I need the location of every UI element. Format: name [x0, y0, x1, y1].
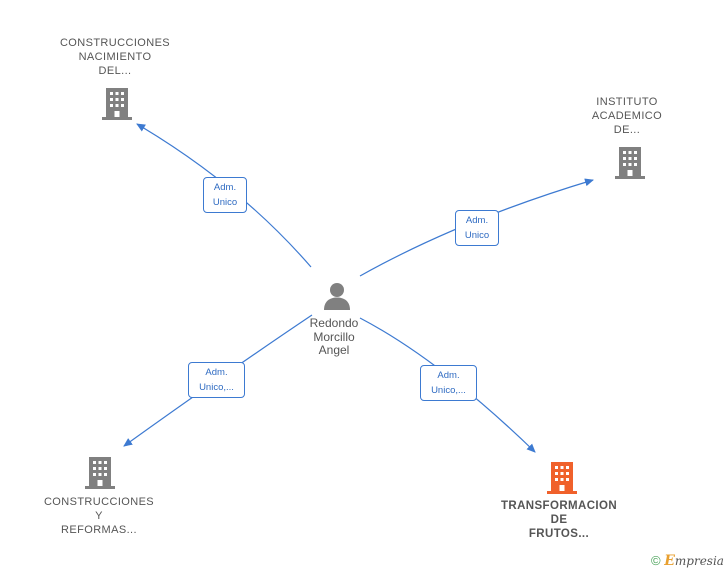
- copyright-symbol: ©: [651, 553, 661, 568]
- company-label-bottom-left[interactable]: CONSTRUCCIONES Y REFORMAS...: [34, 495, 164, 537]
- building-icon[interactable]: [614, 145, 646, 179]
- company-label-top-right[interactable]: INSTITUTO ACADEMICO DE...: [572, 95, 682, 137]
- person-label[interactable]: Redondo Morcillo Angel: [294, 316, 374, 358]
- person-icon[interactable]: [322, 282, 352, 310]
- label-line: Angel: [318, 343, 350, 357]
- edge-label-bottom-right[interactable]: Adm. Unico,...: [420, 365, 477, 401]
- label-line: NACIMIENTO: [78, 51, 152, 63]
- edge-label-top-right[interactable]: Adm. Unico: [455, 210, 499, 246]
- company-label-top-left[interactable]: CONSTRUCCIONES NACIMIENTO DEL...: [50, 36, 180, 78]
- label-line: ACADEMICO: [591, 110, 663, 122]
- edge-label-bottom-left[interactable]: Adm. Unico,...: [188, 362, 245, 398]
- label-line: INSTITUTO: [596, 96, 658, 108]
- label-line: Y: [95, 510, 103, 522]
- edge-label-line: Adm.: [213, 182, 237, 193]
- label-line: TRANSFORMACION: [500, 500, 618, 512]
- brand-initial: E: [664, 553, 675, 569]
- label-line: Redondo: [309, 316, 359, 330]
- label-line: REFORMAS...: [61, 524, 137, 536]
- brand-rest: mpresia: [674, 554, 724, 568]
- label-line: DE: [550, 514, 568, 526]
- edge-label-line: Unico,...: [431, 385, 466, 396]
- company-label-bottom-right[interactable]: TRANSFORMACION DE FRUTOS...: [489, 499, 629, 541]
- label-line: FRUTOS...: [528, 528, 590, 540]
- empresia-logo: Empresia: [664, 553, 724, 569]
- building-icon[interactable]: [84, 455, 116, 489]
- edge-label-line: Unico,...: [199, 382, 234, 393]
- label-line: CONSTRUCCIONES: [43, 496, 155, 508]
- edge-label-top-left[interactable]: Adm. Unico: [203, 177, 247, 213]
- edge-label-line: Adm.: [465, 215, 489, 226]
- edge-label-line: Adm.: [437, 370, 460, 381]
- label-line: DE...: [613, 124, 641, 136]
- empresia-watermark: © Empresia: [651, 553, 724, 569]
- edge-label-line: Unico: [212, 197, 238, 208]
- label-line: CONSTRUCCIONES: [59, 37, 171, 49]
- building-icon-highlighted[interactable]: [546, 460, 578, 494]
- edge-label-line: Adm.: [205, 367, 228, 378]
- label-line: Morcillo: [313, 329, 355, 344]
- label-line: DEL...: [98, 65, 132, 77]
- building-icon[interactable]: [101, 86, 133, 120]
- edge-label-line: Unico: [464, 230, 490, 241]
